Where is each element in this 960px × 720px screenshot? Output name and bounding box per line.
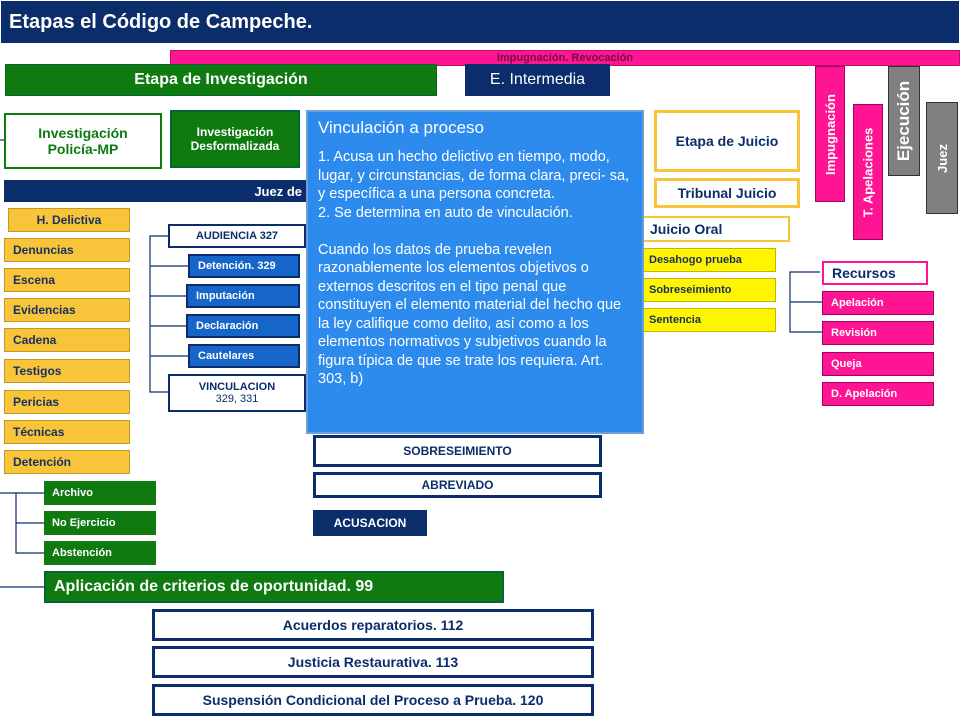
juez-de-label: Juez de <box>254 183 302 199</box>
vinculacion-label: VINCULACION <box>198 381 276 393</box>
recurso-d-apelacion: D. Apelación <box>822 382 934 406</box>
audiencia-declaracion: Declaración <box>186 314 300 338</box>
recursos-title: Recursos <box>822 261 928 285</box>
tribunal-juicio: Tribunal Juicio <box>654 178 800 208</box>
juicio-sentencia: Sentencia <box>640 308 776 332</box>
audiencia-imputacion: Imputación <box>186 284 300 308</box>
no-ejercicio-item: No Ejercicio <box>44 511 156 535</box>
inv-item-cadena: Cadena <box>4 328 130 352</box>
stage-investigacion: Etapa de Investigación <box>5 64 437 96</box>
inv-item-hdelictiva: H. Delictiva <box>8 208 130 232</box>
juicio-oral: Juicio Oral <box>640 216 790 242</box>
vinculacion-popup: Vinculación a proceso 1. Acusa un hecho … <box>306 110 644 434</box>
audiencia-box: AUDIENCIA 327 <box>168 224 306 248</box>
alternativa-justicia: Justicia Restaurativa. 113 <box>152 646 594 678</box>
stage-intermedia: E. Intermedia <box>465 64 610 96</box>
vinculacion-articles: 329, 331 <box>215 393 259 405</box>
popup-title: Vinculación a proceso <box>318 118 485 137</box>
stage-juicio: Etapa de Juicio <box>654 110 800 172</box>
inv-desformalizada: Investigación Desformalizada <box>170 110 300 168</box>
archivo-item: Archivo <box>44 481 156 505</box>
juez-label: Juez <box>934 143 950 173</box>
inv-item-denuncias: Denuncias <box>4 238 130 262</box>
inv-item-tecnicas: Técnicas <box>4 420 130 444</box>
inv-item-escena: Escena <box>4 268 130 292</box>
inv-policia: Investigación Policía-MP <box>4 113 162 169</box>
alternativa-acuerdos: Acuerdos reparatorios. 112 <box>152 609 594 641</box>
ejecucion-vertical: Ejecución <box>888 66 920 176</box>
popup-body: 1. Acusa un hecho delictivo en tiempo, m… <box>318 149 630 387</box>
impugnacion-vertical: Impugnación <box>815 66 845 202</box>
inv-item-pericias: Pericias <box>4 390 130 414</box>
ejecucion-label: Ejecución <box>894 80 913 162</box>
alternativa-suspension: Suspensión Condicional del Proceso a Pru… <box>152 684 594 716</box>
recurso-revision: Revisión <box>822 321 934 345</box>
juez-vertical: Juez <box>926 102 958 214</box>
t-apelaciones-label: T. Apelaciones <box>860 127 876 217</box>
juez-de-bar: Juez de <box>4 180 306 202</box>
audiencia-detencion: Detención. 329 <box>188 254 300 278</box>
inv-item-detencion: Detención <box>4 450 130 474</box>
vinculacion-box: VINCULACION 329, 331 <box>168 374 306 412</box>
outcome-sobreseimiento: SOBRESEIMIENTO <box>313 435 602 467</box>
outcome-acusacion: ACUSACION <box>313 510 427 536</box>
recurso-queja: Queja <box>822 352 934 376</box>
inv-item-evidencias: Evidencias <box>4 298 130 322</box>
t-apelaciones-vertical: T. Apelaciones <box>853 104 883 240</box>
page-title: Etapas el Código de Campeche. <box>0 0 960 44</box>
abstencion-item: Abstención <box>44 541 156 565</box>
audiencia-cautelares: Cautelares <box>188 344 300 368</box>
impugnacion-vertical-label: Impugnación <box>822 93 838 175</box>
outcome-abreviado: ABREVIADO <box>313 472 602 498</box>
criterios-oportunidad: Aplicación de criterios de oportunidad. … <box>44 571 504 603</box>
juicio-desahogo: Desahogo prueba <box>640 248 776 272</box>
recurso-apelacion: Apelación <box>822 291 934 315</box>
juicio-sobreseimiento: Sobreseimiento <box>640 278 776 302</box>
inv-item-testigos: Testigos <box>4 359 130 383</box>
